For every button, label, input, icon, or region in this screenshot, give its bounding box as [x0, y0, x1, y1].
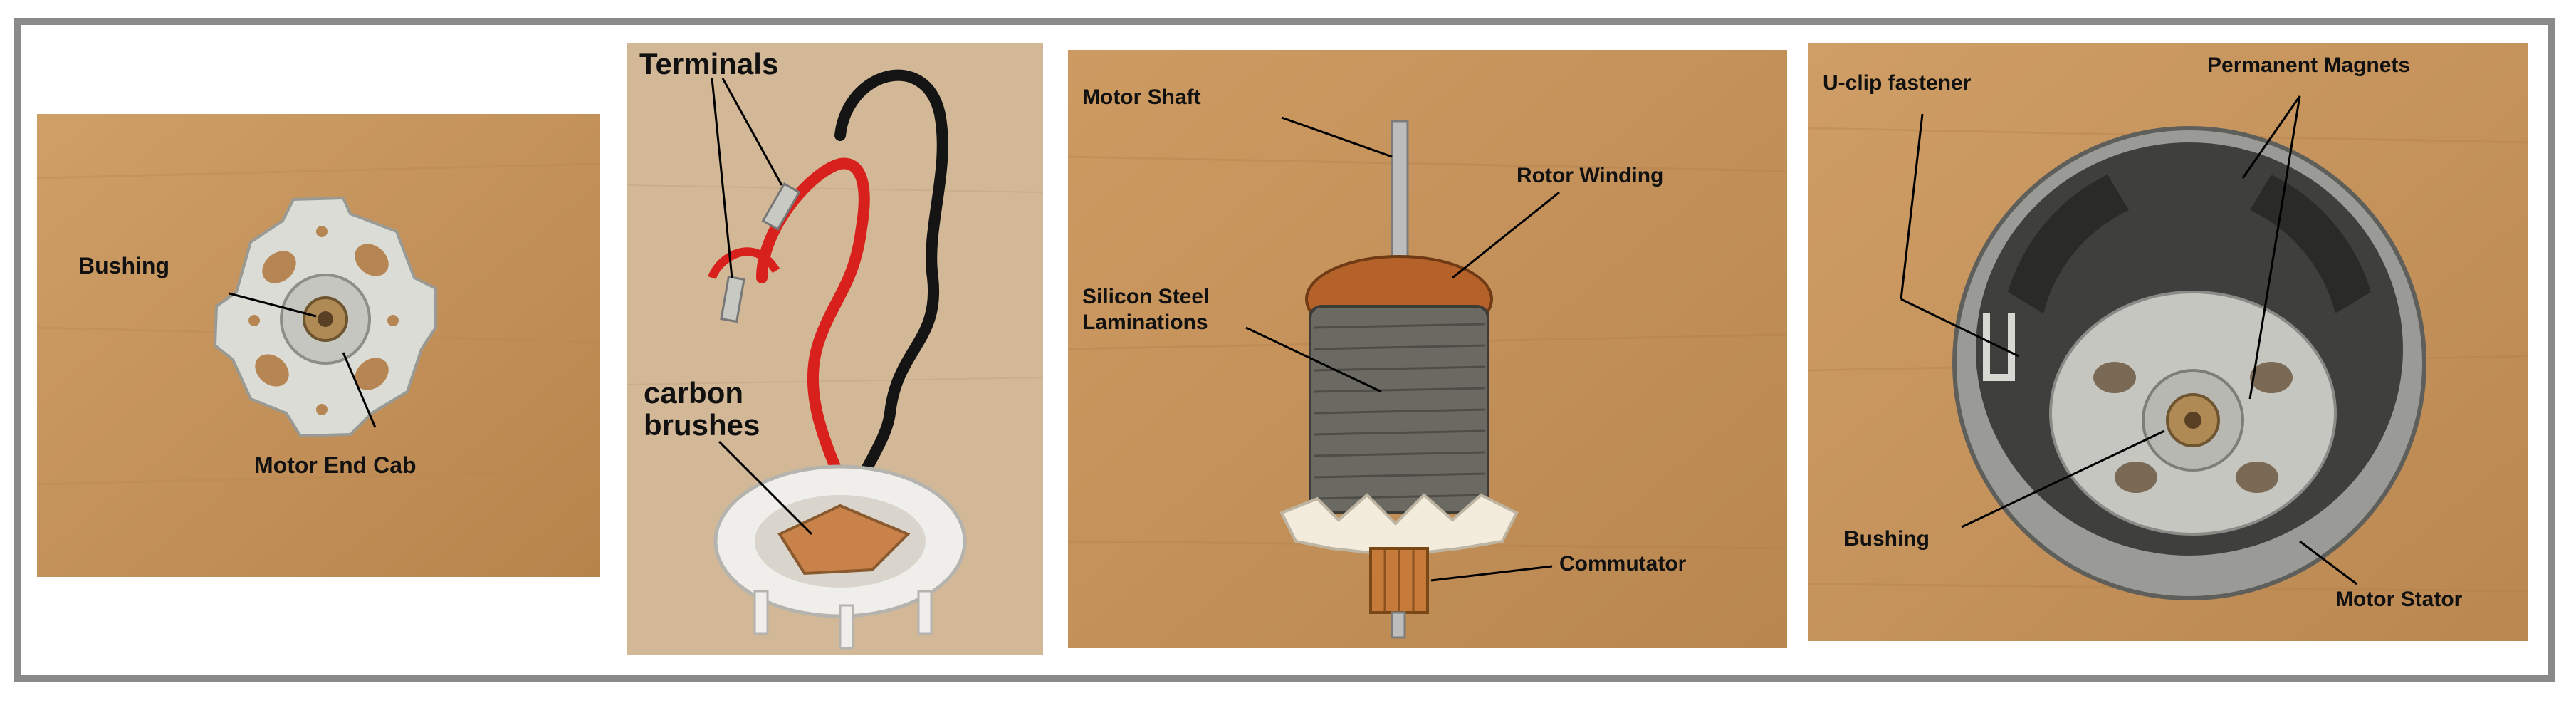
label-motor-shaft: Motor Shaft	[1082, 85, 1201, 109]
label-terminals: Terminals	[639, 47, 779, 80]
label-carbon: carbon	[644, 376, 744, 410]
terminal-1	[761, 182, 801, 231]
label-brushes: brushes	[644, 408, 760, 442]
label-rotor-winding: Rotor Winding	[1517, 164, 1664, 187]
end-cap-illustration	[37, 114, 600, 577]
terminal-2	[720, 275, 745, 323]
photo-stator: U-clip fastener Permanent Magnets Bushin…	[1808, 43, 2528, 641]
photo-carbon-brushes: Terminals carbon brushes	[627, 43, 1043, 655]
u-clip-fastener	[1983, 313, 2015, 381]
label-laminations: Laminations	[1082, 311, 1208, 334]
rotor-illustration	[1068, 50, 1787, 648]
label-u-clip-fastener: U-clip fastener	[1823, 71, 1972, 95]
label-commutator: Commutator	[1559, 552, 1687, 576]
carbon-brush-plates	[777, 504, 911, 576]
label-bushing: Bushing	[78, 253, 169, 278]
label-silicon-steel: Silicon Steel	[1082, 285, 1210, 308]
silicon-steel-laminations	[1309, 305, 1489, 514]
red-wire	[756, 157, 870, 476]
label-permanent-magnets: Permanent Magnets	[2207, 53, 2411, 77]
brushes-illustration	[627, 43, 1043, 655]
label-bushing-stator: Bushing	[1844, 527, 1930, 551]
stator-illustration	[1808, 43, 2528, 641]
label-motor-stator: Motor Stator	[2335, 588, 2463, 611]
photo-motor-end-cap: Bushing Motor End Cab	[37, 114, 600, 577]
label-motor-end-cab: Motor End Cab	[254, 452, 417, 478]
black-wire	[834, 69, 948, 504]
photo-rotor: Motor Shaft Rotor Winding Silicon Steel …	[1068, 50, 1787, 648]
permanent-magnet-left	[2008, 175, 2129, 313]
